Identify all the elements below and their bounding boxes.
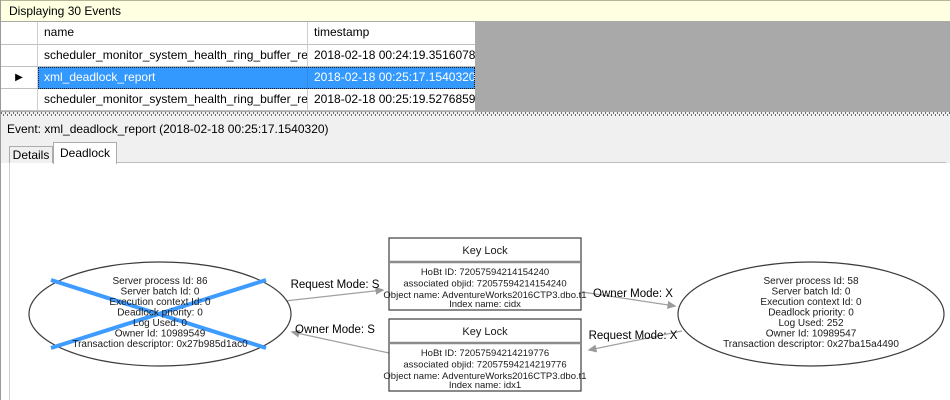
resource-title: Key Lock bbox=[462, 326, 508, 338]
process-node-victim[interactable]: Server process Id: 86 Server batch Id: 0… bbox=[28, 261, 292, 367]
process-line: Server process Id: 58 bbox=[763, 276, 858, 287]
process-line: Deadlock priority: 0 bbox=[768, 308, 854, 319]
row-selector-cell[interactable] bbox=[1, 45, 38, 67]
edge-label: Request Mode: S bbox=[291, 279, 380, 291]
process-line: Owner Id: 10989547 bbox=[766, 329, 857, 340]
process-line: Log Used: 252 bbox=[778, 318, 843, 329]
tab-strip-baseline bbox=[9, 162, 946, 163]
edge-request-mode-s: Request Mode: S bbox=[284, 279, 385, 302]
process-node[interactable]: Server process Id: 58 Server batch Id: 0… bbox=[677, 261, 945, 367]
table-row-selected[interactable]: ▶ xml_deadlock_report 2018-02-18 00:25:1… bbox=[1, 67, 475, 89]
event-name-cell[interactable]: scheduler_monitor_system_health_ring_buf… bbox=[38, 45, 308, 67]
grid-header-row: name timestamp bbox=[1, 22, 475, 45]
resource-line: associated objid: 72057594214154240 bbox=[403, 279, 566, 290]
resource-node-key-lock-top[interactable]: Key Lock HoBt ID: 72057594214154240 asso… bbox=[383, 237, 587, 311]
process-line: Server process Id: 86 bbox=[112, 276, 207, 287]
tab-details[interactable]: Details bbox=[9, 146, 53, 163]
edge-owner-mode-x: Owner Mode: X bbox=[581, 288, 677, 309]
events-count-label: Displaying 30 Events bbox=[9, 4, 122, 18]
event-summary-label: Event: xml_deadlock_report (2018-02-18 0… bbox=[7, 122, 329, 136]
deadlock-graph: Request Mode: S Owner Mode: S Owner Mode… bbox=[28, 237, 945, 392]
process-line: Execution context Id: 0 bbox=[760, 297, 862, 308]
process-line: Transaction descriptor: 0x27b985d1ac0 bbox=[72, 339, 248, 350]
victim-cross-icon bbox=[50, 278, 267, 350]
process-line: Server batch Id: 0 bbox=[121, 287, 200, 298]
process-line: Log Used: 0 bbox=[133, 318, 187, 329]
row-selector-arrow-icon: ▶ bbox=[15, 72, 23, 83]
deadlock-tab-page: Request Mode: S Owner Mode: S Owner Mode… bbox=[1, 163, 950, 400]
column-header-name[interactable]: name bbox=[38, 22, 308, 45]
resource-line: Index name: idx1 bbox=[449, 380, 521, 391]
table-row[interactable]: scheduler_monitor_system_health_ring_buf… bbox=[1, 45, 475, 67]
process-line: Server batch Id: 0 bbox=[772, 287, 851, 298]
edge-request-mode-x: Request Mode: X bbox=[587, 330, 683, 353]
resource-line: HoBt ID: 72057594214154240 bbox=[421, 267, 549, 278]
edge-owner-mode-s: Owner Mode: S bbox=[290, 324, 390, 354]
edge-label: Owner Mode: S bbox=[295, 324, 375, 336]
resource-node-key-lock-bottom[interactable]: Key Lock HoBt ID: 72057594214219776 asso… bbox=[383, 318, 587, 392]
tab-page-left-border bbox=[9, 163, 10, 400]
resource-line: Object name: AdventureWorks2016CTP3.dbo.… bbox=[383, 290, 586, 301]
process-line: Owner Id: 10989549 bbox=[115, 329, 206, 340]
tab-deadlock[interactable]: Deadlock bbox=[53, 142, 117, 164]
event-name-cell[interactable]: xml_deadlock_report bbox=[38, 67, 308, 89]
tab-strip: Details Deadlock bbox=[1, 141, 950, 164]
events-grid-area: name timestamp scheduler_monitor_system_… bbox=[1, 22, 950, 112]
horizontal-splitter[interactable] bbox=[1, 112, 950, 117]
resource-line: associated objid: 72057594214219776 bbox=[403, 360, 566, 371]
process-line: Transaction descriptor: 0x27ba15a4490 bbox=[723, 339, 899, 350]
resource-title: Key Lock bbox=[462, 245, 508, 257]
column-header-timestamp[interactable]: timestamp bbox=[308, 22, 475, 45]
table-row[interactable]: scheduler_monitor_system_health_ring_buf… bbox=[1, 89, 475, 111]
grid-header-selector-cell bbox=[1, 22, 38, 45]
event-timestamp-cell[interactable]: 2018-02-18 00:25:17.1540320 bbox=[308, 67, 475, 89]
process-line: Execution context Id: 0 bbox=[109, 297, 211, 308]
edge-label: Owner Mode: X bbox=[593, 288, 673, 300]
resource-line: Object name: AdventureWorks2016CTP3.dbo.… bbox=[383, 371, 586, 382]
resource-line: HoBt ID: 72057594214219776 bbox=[421, 348, 549, 359]
event-timestamp-cell[interactable]: 2018-02-18 00:25:19.5276859 bbox=[308, 89, 475, 111]
event-timestamp-cell[interactable]: 2018-02-18 00:24:19.3516078 bbox=[308, 45, 475, 67]
events-grid: name timestamp scheduler_monitor_system_… bbox=[1, 22, 475, 111]
event-name-cell[interactable]: scheduler_monitor_system_health_ring_buf… bbox=[38, 89, 308, 111]
row-selector-cell[interactable]: ▶ bbox=[1, 67, 38, 89]
events-count-bar: Displaying 30 Events bbox=[1, 0, 950, 22]
resource-line: Index name: cidx bbox=[449, 299, 521, 310]
row-selector-cell[interactable] bbox=[1, 89, 38, 111]
process-line: Deadlock priority: 0 bbox=[117, 308, 203, 319]
edge-label: Request Mode: X bbox=[589, 330, 678, 342]
event-summary-bar: Event: xml_deadlock_report (2018-02-18 0… bbox=[1, 117, 950, 141]
